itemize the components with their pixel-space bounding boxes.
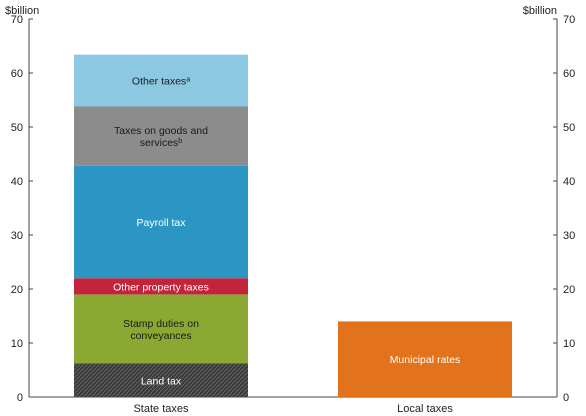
y-tick-label-left: 30 [11,230,23,242]
y-tick-label-right: 0 [563,392,569,404]
y-tick-label-right: 40 [563,176,575,188]
y-tick-label-right: 50 [563,122,575,134]
y-tick-label-left: 70 [11,14,23,26]
bar-segment [74,106,248,166]
segment-label: servicesb [140,137,183,149]
y-tick-label-left: 10 [11,338,23,350]
x-category-label: State taxes [133,403,189,415]
segment-label: Land tax [141,375,182,387]
bar-segment [338,321,512,397]
y-tick-label-left: 40 [11,176,23,188]
y-tick-label-right: 10 [563,338,575,350]
segment-label-footnote: b [178,138,182,145]
segment-label: Stamp duties on [123,318,199,330]
y-unit-left: $billion [5,5,39,17]
y-unit-right: $billion [523,5,557,17]
y-tick-label-left: 60 [11,68,23,80]
y-tick-label-left: 50 [11,122,23,134]
segment-label: Taxes on goods and [114,125,208,137]
segment-label: Payroll tax [136,217,186,229]
y-tick-label-right: 20 [563,284,575,296]
bar-segment [74,363,248,397]
segment-label-footnote: a [186,76,190,83]
segment-label: Other taxesa [132,76,190,88]
segment-label: Municipal rates [390,354,461,366]
segment-label: conveyances [130,330,191,342]
bar-segment [74,278,248,295]
bars [74,54,512,397]
bar-segment [74,54,248,107]
y-tick-label-right: 30 [563,230,575,242]
x-category-label: Local taxes [397,403,453,415]
y-tick-label-left: 20 [11,284,23,296]
segment-label: Other property taxes [113,281,209,293]
bar-segment [74,165,248,279]
y-tick-label-right: 70 [563,14,575,26]
bar-segment [74,294,248,364]
y-tick-label-right: 60 [563,68,575,80]
y-tick-label-left: 0 [17,392,23,404]
